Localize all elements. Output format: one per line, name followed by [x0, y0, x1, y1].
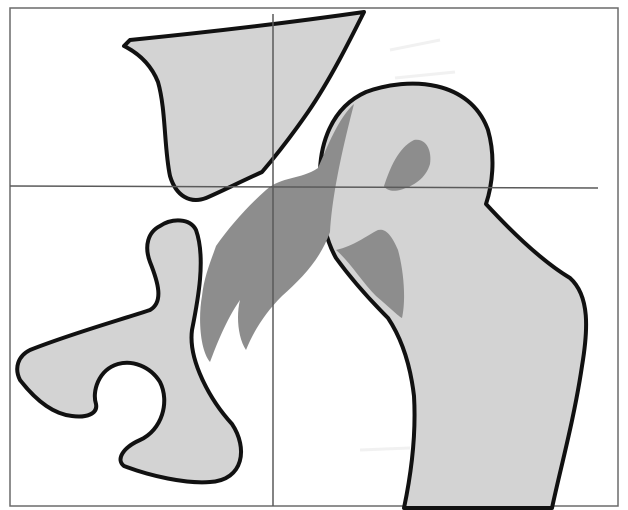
horizontal-reference-line — [10, 186, 598, 188]
femoral-head-and-shaft — [320, 84, 586, 508]
